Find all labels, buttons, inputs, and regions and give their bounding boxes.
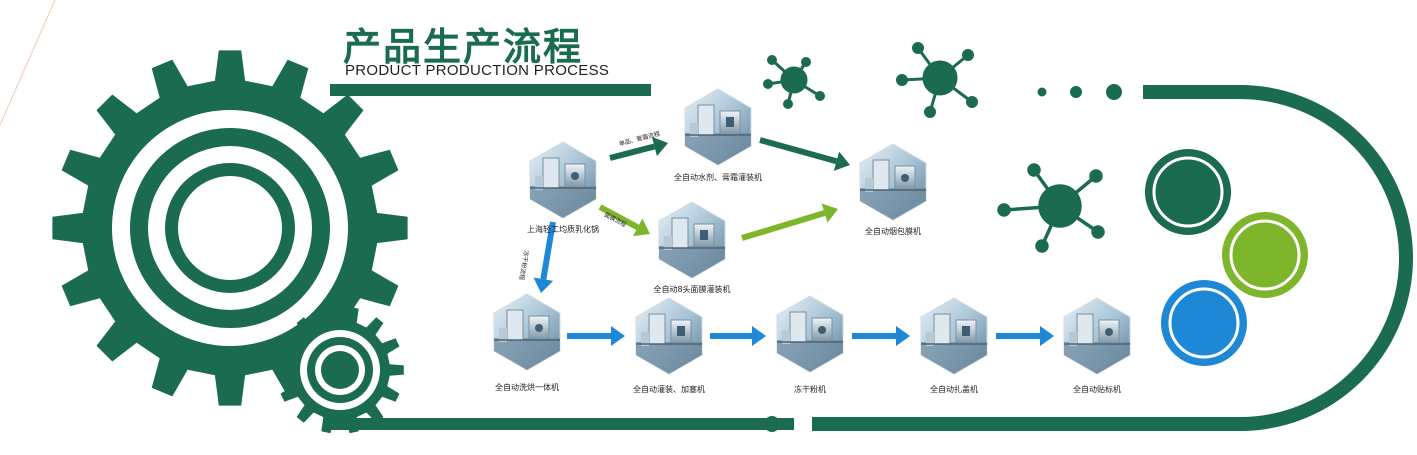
machine-photo-icon — [636, 313, 702, 374]
small-gear-icon — [276, 306, 404, 434]
node-label-filling-water: 全自动水剂、膏霜灌装机 — [674, 173, 762, 182]
flow-arrow — [710, 326, 766, 346]
flow-arrows — [533, 136, 1054, 346]
molecule-icon-small — [763, 55, 825, 109]
molecule-icon-large — [997, 163, 1105, 253]
node-label-wrapping: 全自动烟包膜机 — [865, 227, 921, 236]
flow-arrow — [759, 137, 850, 171]
node-label-wash-dry: 全自动洗烘一体机 — [495, 383, 559, 392]
node-label-mask-filling: 全自动8头面膜灌装机 — [653, 285, 731, 294]
large-gear-icon — [52, 50, 408, 406]
flow-arrow — [996, 326, 1054, 346]
flow-arrow — [598, 204, 650, 237]
machine-node-filling-water — [684, 88, 752, 166]
node-label-labeling: 全自动贴标机 — [1073, 385, 1121, 394]
node-label-capping: 全自动扎盖机 — [930, 385, 978, 394]
flow-arrow — [741, 203, 838, 241]
corner-line — [0, 0, 56, 126]
machine-nodes — [493, 88, 1131, 375]
machine-photo-icon — [530, 157, 596, 218]
machine-node-mask-filling — [658, 201, 726, 279]
light-green-circle — [1222, 212, 1308, 298]
molecule-icon-medium — [896, 42, 978, 118]
blue-circle — [1161, 280, 1247, 366]
flow-arrow — [533, 221, 556, 293]
flow-arrow — [567, 326, 625, 346]
machine-node-wrapping — [859, 143, 927, 221]
node-label-freeze-dryer: 冻干粉机 — [794, 385, 826, 394]
page-subtitle: PRODUCT PRODUCTION PROCESS — [345, 62, 610, 79]
dot-decoration-top — [1037, 84, 1122, 100]
dot-decoration-bottom — [693, 416, 780, 432]
flow-arrow — [609, 136, 668, 161]
dark-green-circle — [1145, 149, 1231, 235]
machine-photo-icon — [1064, 313, 1130, 374]
machine-node-fill-stopper — [635, 297, 703, 375]
page-title: 产品生产流程 — [343, 25, 584, 69]
machine-node-wash-dry — [493, 293, 561, 371]
track-frame — [330, 84, 1413, 431]
machine-node-capping — [920, 297, 988, 375]
machine-node-labeling — [1063, 297, 1131, 375]
machine-node-emulsifier — [529, 141, 597, 219]
node-label-fill-stopper: 全自动灌装、加塞机 — [633, 385, 705, 394]
flow-arrow — [852, 326, 910, 346]
node-label-emulsifier: 上海轻工均质乳化锅 — [527, 225, 599, 234]
machine-node-freeze-dryer — [776, 295, 844, 373]
